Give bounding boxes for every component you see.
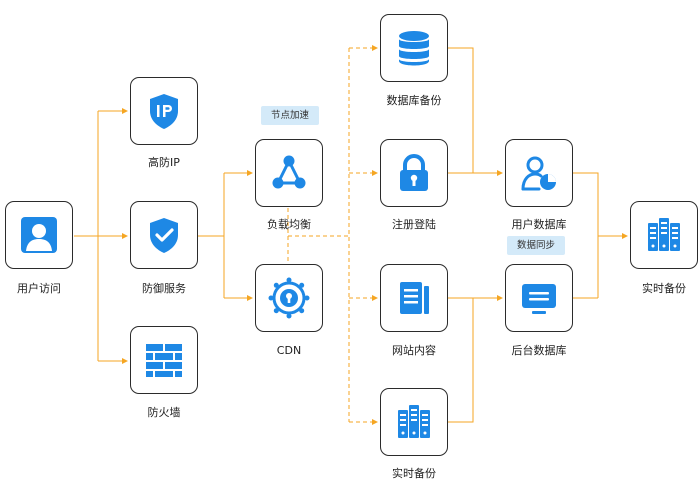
network-triangle-icon [272, 155, 306, 189]
user-icon [21, 217, 57, 253]
ip-shield-icon [150, 94, 178, 129]
node-acceleration-tag: 节点加速 [261, 106, 320, 125]
high-defense-ip-node [130, 77, 198, 145]
document-icon [400, 282, 429, 314]
user-chart-icon [521, 156, 556, 191]
database-backup-label: 数据库备份 [386, 94, 442, 107]
user-database-label: 用户数据库 [511, 218, 567, 231]
user-access-label: 用户访问 [17, 282, 61, 295]
high-defense-ip-label: 高防IP [148, 156, 180, 169]
backend-database-label: 后台数据库 [511, 344, 567, 357]
brick-wall-icon [146, 344, 182, 377]
realtime-backup-bottom-node [380, 388, 448, 456]
cdn-lock-icon [268, 277, 310, 319]
defense-service-label: 防御服务 [142, 282, 186, 295]
user-access-node [5, 201, 73, 269]
cdn-node [255, 264, 323, 332]
padlock-icon [400, 154, 428, 191]
data-sync-tag: 数据同步 [507, 236, 566, 255]
firewall-label: 防火墙 [147, 406, 181, 419]
website-content-node [380, 264, 448, 332]
register-login-node [380, 139, 448, 207]
user-database-node [505, 139, 573, 207]
server-rack-icon [398, 405, 430, 438]
backend-database-node [505, 264, 573, 332]
server-rack-icon [648, 218, 680, 251]
website-content-label: 网站内容 [392, 344, 436, 357]
shield-check-icon [150, 218, 178, 253]
realtime-backup-right-node [630, 201, 698, 269]
realtime-backup-bottom-label: 实时备份 [392, 467, 436, 480]
load-balancer-node [255, 139, 323, 207]
realtime-backup-right-label: 实时备份 [642, 282, 686, 295]
database-icon [399, 31, 429, 66]
database-backup-node [380, 14, 448, 82]
register-login-label: 注册登陆 [392, 218, 436, 231]
monitor-icon [522, 284, 556, 314]
defense-service-node [130, 201, 198, 269]
load-balancer-label: 负载均衡 [267, 218, 311, 231]
firewall-node [130, 326, 198, 394]
cdn-label: CDN [276, 344, 302, 357]
